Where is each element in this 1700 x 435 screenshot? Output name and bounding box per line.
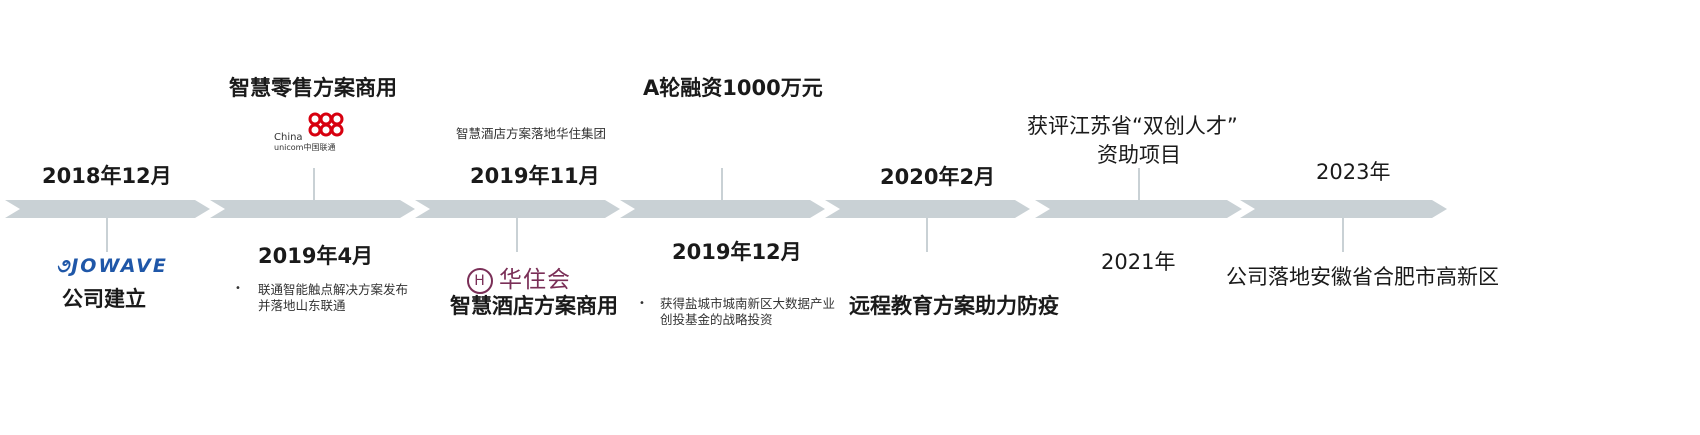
milestone-2-detail-line-2: 并落地山东联通 bbox=[258, 298, 346, 313]
milestone-3-date: 2019年11月 bbox=[470, 164, 600, 188]
connector-line-4 bbox=[721, 168, 723, 200]
milestone-4-detail: 获得盐城市城南新区大数据产业 创投基金的战略投资 bbox=[660, 296, 835, 328]
timeline-arrow-1 bbox=[5, 200, 210, 218]
timeline-arrow-4 bbox=[620, 200, 825, 218]
milestone-5-date: 2020年2月 bbox=[880, 165, 996, 189]
timeline-arrow-3 bbox=[415, 200, 620, 218]
milestone-2-detail: 联通智能触点解决方案发布 并落地山东联通 bbox=[258, 282, 408, 314]
milestone-3-event: 智慧酒店方案商用 bbox=[450, 294, 618, 318]
milestone-1-date: 2018年12月 bbox=[42, 164, 172, 188]
jowave-logo-icon: ૭ bbox=[56, 255, 72, 277]
connector-line-3 bbox=[516, 218, 518, 252]
milestone-6-date: 2021年 bbox=[1101, 250, 1176, 274]
milestone-4-date: 2019年12月 bbox=[672, 240, 802, 264]
milestone-3-detail: 智慧酒店方案落地华住集团 bbox=[456, 126, 607, 141]
jowave-logo: ૭JOWAVE bbox=[56, 255, 168, 277]
connector-line-2 bbox=[313, 168, 315, 200]
milestone-2-bullet: • bbox=[235, 283, 241, 294]
milestone-7-event: 公司落地安徽省合肥市高新区 bbox=[1226, 265, 1499, 289]
huazhu-logo-text: 华住会 bbox=[499, 267, 571, 293]
china-unicom-logo-icon bbox=[308, 112, 344, 137]
milestone-4-detail-line-1: 获得盐城市城南新区大数据产业 bbox=[660, 296, 836, 311]
huazhu-logo-icon: H bbox=[467, 267, 493, 294]
milestone-6-event-line-2: 资助项目 bbox=[1097, 143, 1181, 167]
milestone-4-bullet: • bbox=[639, 298, 645, 309]
connector-line-1 bbox=[106, 218, 108, 252]
milestone-5-event: 远程教育方案助力防疫 bbox=[849, 294, 1059, 318]
milestone-6-event-line-1: 获评江苏省“双创人才” bbox=[1027, 114, 1238, 138]
connector-line-5 bbox=[926, 218, 928, 252]
timeline-arrow-5 bbox=[825, 200, 1030, 218]
unicom-logo-line-1: China bbox=[274, 132, 303, 143]
milestone-4-event: A轮融资1000万元 bbox=[643, 76, 823, 100]
timeline-arrow-7 bbox=[1240, 200, 1447, 218]
connector-line-7 bbox=[1342, 218, 1344, 252]
milestone-1-event: 公司建立 bbox=[62, 287, 146, 311]
milestone-7-date: 2023年 bbox=[1316, 160, 1391, 184]
milestone-2-detail-line-1: 联通智能触点解决方案发布 bbox=[258, 282, 409, 297]
connector-line-6 bbox=[1138, 168, 1140, 200]
milestone-2-event: 智慧零售方案商用 bbox=[229, 76, 397, 100]
timeline-arrow-6 bbox=[1035, 200, 1242, 218]
milestone-4-detail-line-2: 创投基金的战略投资 bbox=[660, 312, 773, 327]
unicom-logo-line-2: unicom中国联通 bbox=[274, 143, 336, 152]
timeline-arrow-2 bbox=[210, 200, 415, 218]
jowave-logo-text: JOWAVE bbox=[71, 255, 168, 277]
milestone-2-date: 2019年4月 bbox=[258, 244, 374, 268]
